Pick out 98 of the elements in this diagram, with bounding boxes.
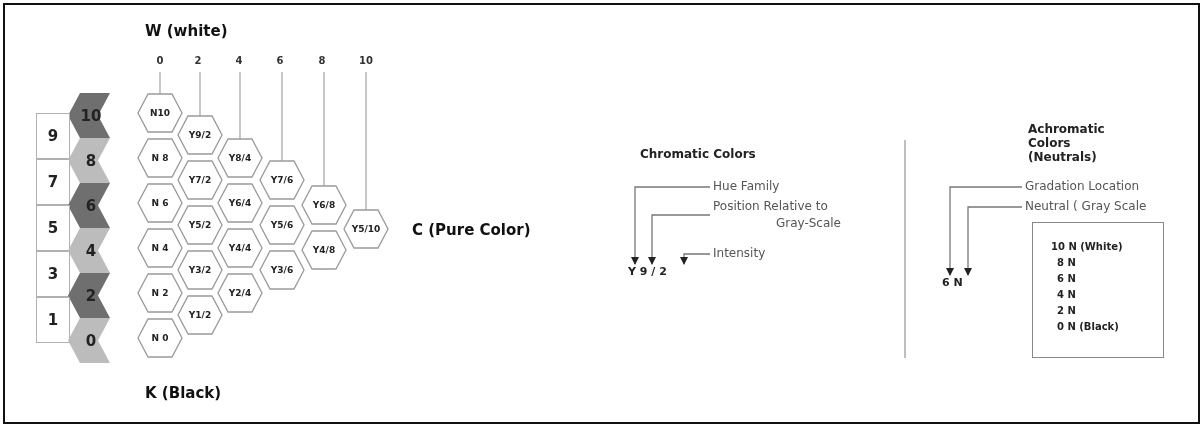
leader-line	[159, 71, 161, 95]
value-band	[68, 318, 110, 363]
column-number: 2	[186, 55, 210, 69]
neutral-scale-box	[1032, 222, 1164, 358]
axis-label: C (Pure Color)	[412, 221, 531, 239]
column-number: 8	[310, 55, 334, 69]
column-number: 10	[354, 55, 378, 69]
color-hexagon	[177, 205, 223, 245]
arrow	[648, 214, 711, 265]
color-hexagon	[301, 185, 347, 225]
leader-line	[239, 71, 241, 140]
hexagon-label: Y5/6	[269, 219, 295, 232]
color-hexagon	[301, 230, 347, 270]
notation-example: Y 9 / 2	[628, 265, 692, 281]
hexagon-label: N 6	[150, 197, 170, 210]
annotation-text: Intensity	[713, 246, 803, 262]
color-hexagon	[343, 209, 389, 249]
color-hexagon	[137, 273, 183, 313]
color-hexagon	[177, 250, 223, 290]
color-hexagon	[177, 115, 223, 155]
hexagon-label: N10	[148, 107, 172, 120]
value-number: 1	[46, 310, 60, 331]
hexagon-label: Y3/2	[187, 264, 213, 277]
hexagon-label: Y4/4	[227, 242, 253, 255]
value-number: 4	[84, 240, 98, 262]
hexagon-label: Y9/2	[187, 129, 213, 142]
arrow	[680, 253, 711, 265]
color-hexagon	[259, 205, 305, 245]
hexagon-label: Y3/6	[269, 264, 295, 277]
value-number: 7	[46, 172, 60, 193]
value-band	[68, 138, 110, 183]
color-hexagon	[137, 183, 183, 223]
hexagon-label: Y6/4	[227, 197, 253, 210]
hexagon-label: Y7/6	[269, 174, 295, 187]
value-number: 3	[46, 264, 60, 285]
hexagon-label: Y6/8	[311, 199, 337, 212]
hexagon-label: Y1/2	[187, 309, 213, 322]
value-number: 6	[84, 195, 98, 217]
leader-line	[323, 71, 325, 187]
color-hexagon	[259, 250, 305, 290]
color-hexagon	[137, 93, 183, 133]
value-box	[36, 251, 70, 297]
color-hexagon	[137, 318, 183, 358]
hexagon-label: N 0	[150, 332, 170, 345]
leader-line	[199, 71, 201, 117]
annotation-text: Neutral ( Gray Scale	[1025, 199, 1195, 215]
scale-entry: 0 N (Black)	[1057, 321, 1119, 332]
section-heading: Chromatic Colors	[640, 147, 756, 161]
hexagon-label: Y7/2	[187, 174, 213, 187]
hexagon-label: N 2	[150, 287, 170, 300]
scale-entry: 10 N (White)	[1051, 241, 1123, 252]
hexagon-label: Y5/2	[187, 219, 213, 232]
color-hexagon	[177, 295, 223, 335]
value-number: 2	[84, 285, 98, 307]
color-hexagon	[217, 273, 263, 313]
value-number: 8	[84, 150, 98, 172]
color-hexagon	[217, 138, 263, 178]
value-box	[36, 297, 70, 343]
value-box	[36, 113, 70, 159]
annotation-text: Position Relative to Gray-Scale	[713, 198, 841, 232]
value-box	[36, 205, 70, 251]
column-number: 6	[268, 55, 292, 69]
annotation-text: Hue Family	[713, 179, 873, 195]
column-number: 4	[227, 55, 251, 69]
color-hexagon	[217, 228, 263, 268]
arrow	[964, 206, 1023, 276]
color-hexagon	[137, 138, 183, 178]
axis-label: W (white)	[145, 22, 228, 40]
section-heading: Achromatic Colors (Neutrals)	[1028, 122, 1106, 164]
color-hexagon	[177, 160, 223, 200]
color-hexagon	[217, 183, 263, 223]
value-band	[68, 183, 110, 228]
value-number: 0	[84, 330, 98, 352]
color-hexagon	[259, 160, 305, 200]
arrow	[631, 186, 711, 265]
arrow	[946, 186, 1023, 276]
scale-entry: 2 N	[1057, 305, 1076, 316]
hexagon-label: N 4	[150, 242, 170, 255]
value-band	[68, 228, 110, 273]
value-box	[36, 159, 70, 205]
hexagon-label: Y2/4	[227, 287, 253, 300]
hexagon-label: Y5/10	[350, 223, 382, 236]
hexagon-label: Y4/8	[311, 244, 337, 257]
scale-entry: 8 N	[1057, 257, 1076, 268]
leader-line	[365, 71, 367, 211]
annotation-text: Gradation Location	[1025, 179, 1185, 195]
hexagon-label: Y8/4	[227, 152, 253, 165]
column-number: 0	[148, 55, 172, 69]
value-band	[68, 273, 110, 318]
scale-entry: 4 N	[1057, 289, 1076, 300]
hexagon-label: N 8	[150, 152, 170, 165]
value-number: 5	[46, 218, 60, 239]
leader-line	[281, 71, 283, 162]
scale-entry: 6 N	[1057, 273, 1076, 284]
notation-example: 6 N	[942, 276, 976, 292]
color-hexagon	[137, 228, 183, 268]
value-number: 9	[46, 126, 60, 147]
axis-label: K (Black)	[145, 384, 222, 402]
